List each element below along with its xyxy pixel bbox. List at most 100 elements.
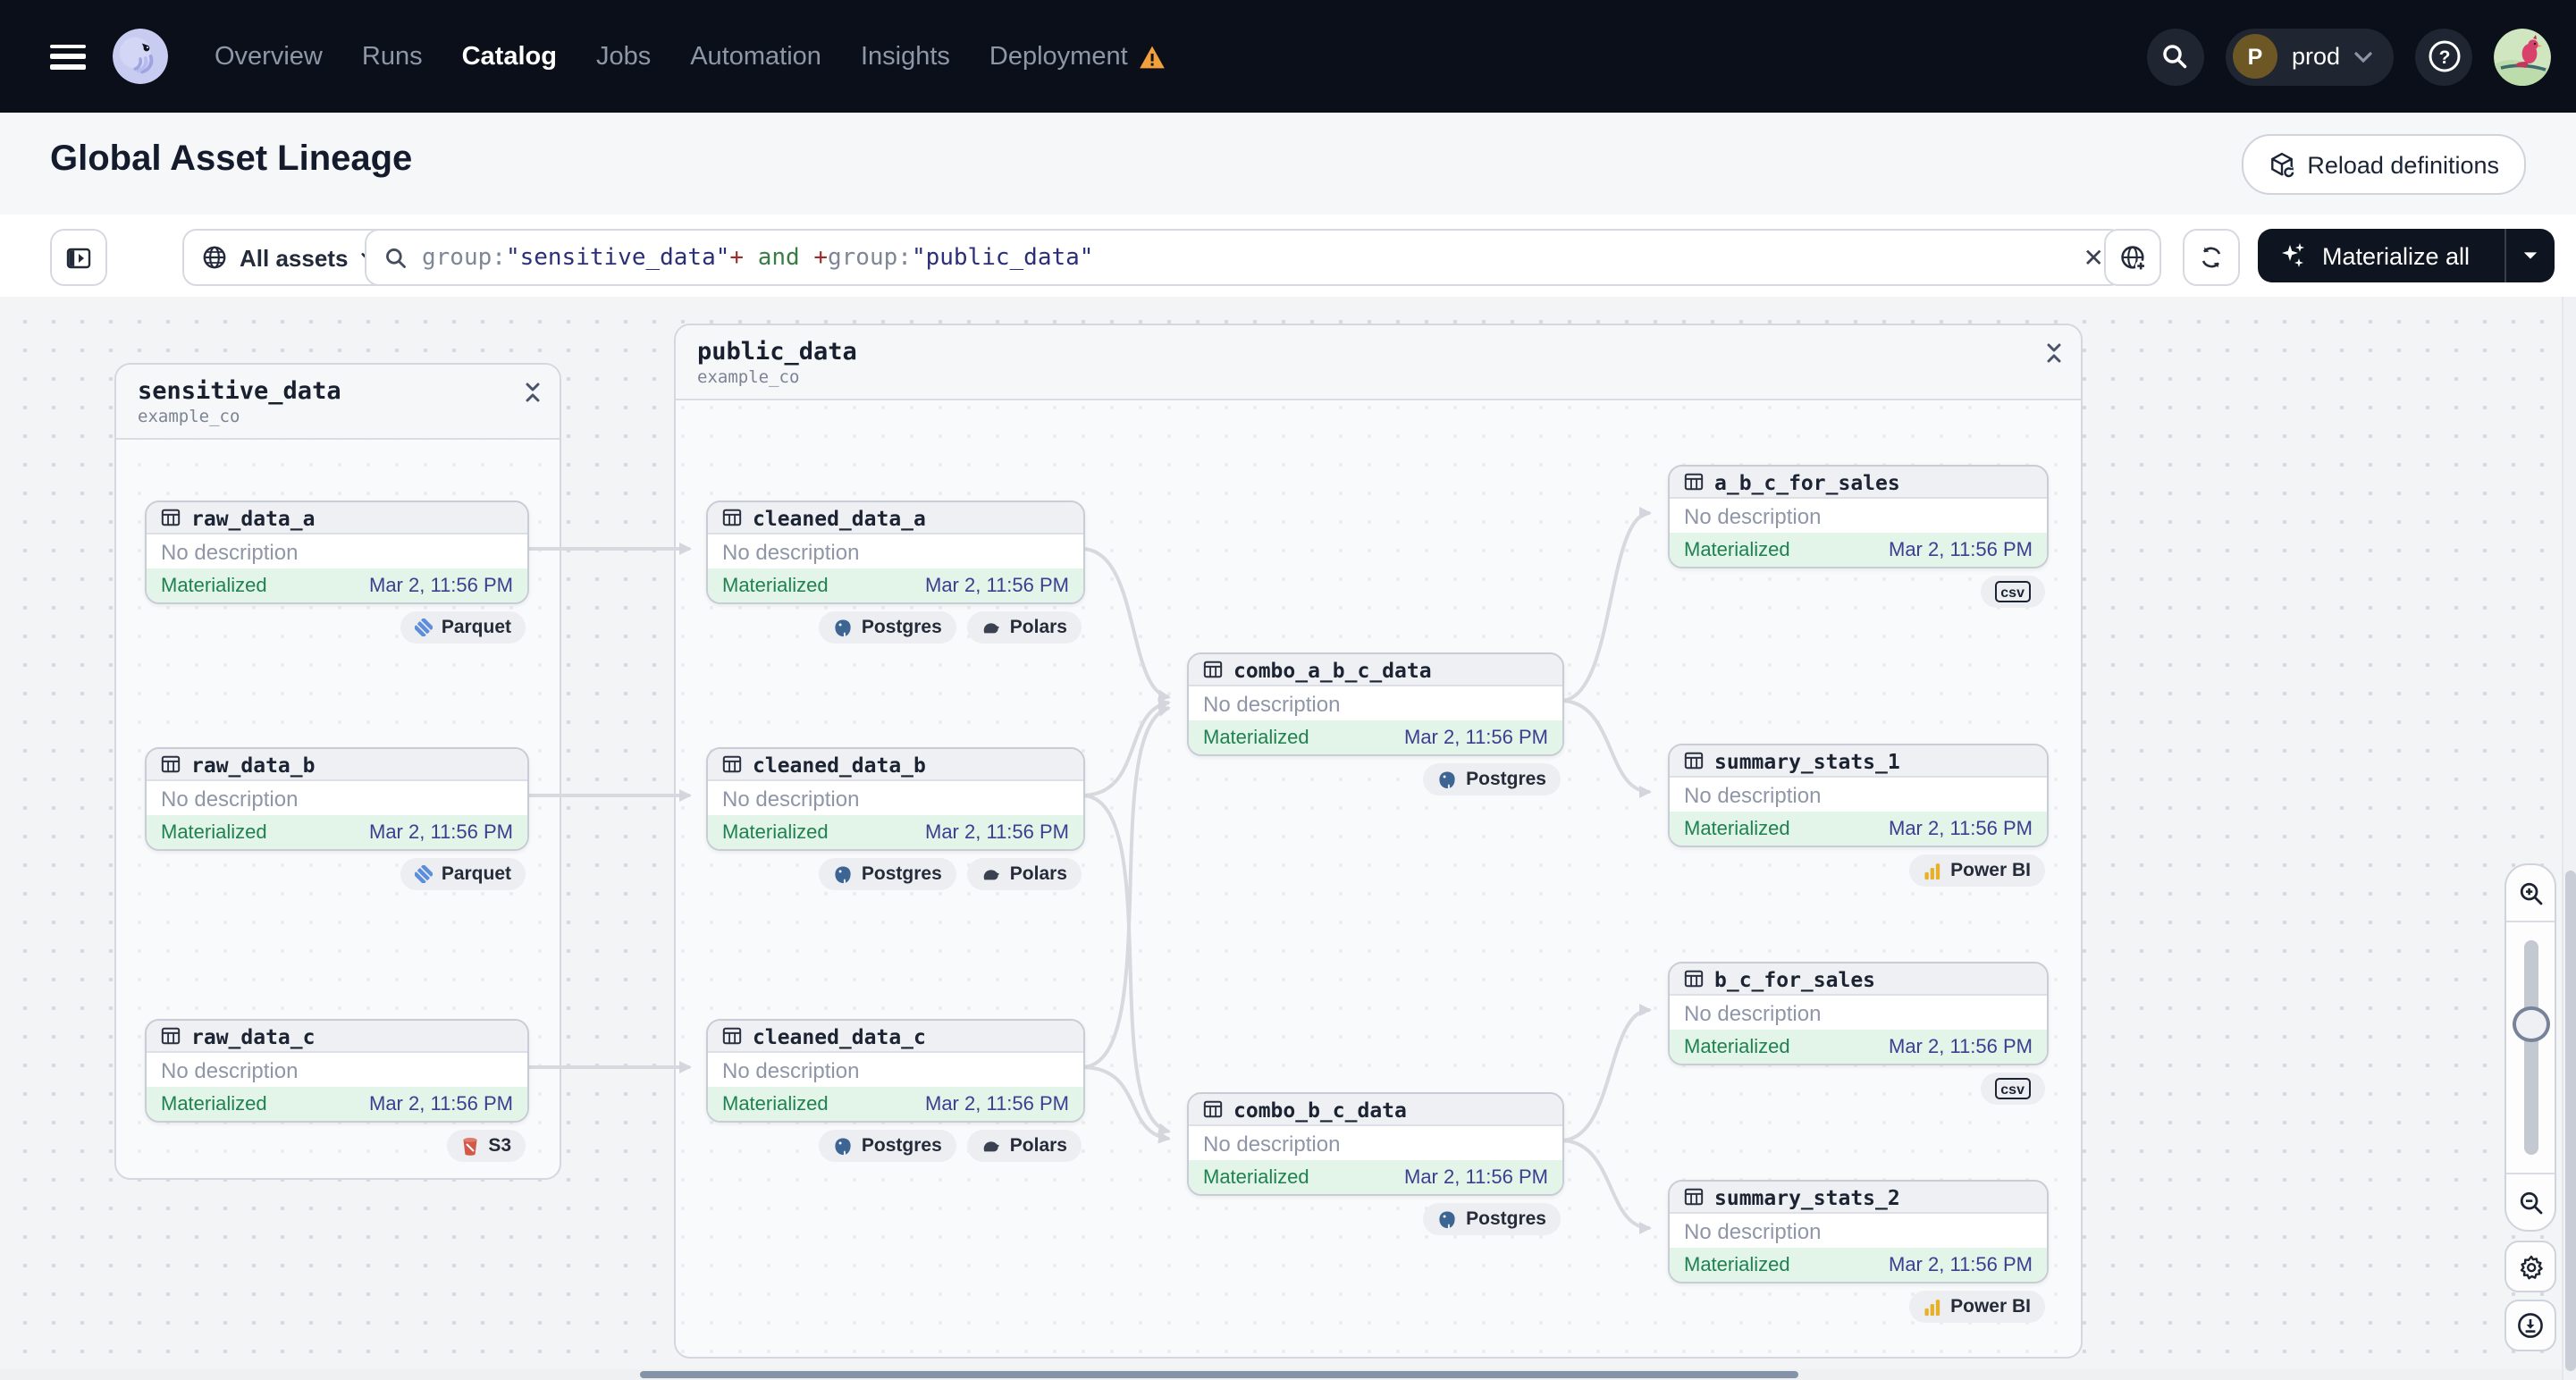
deployment-switcher[interactable]: P prod [2225, 28, 2394, 85]
reload-cube-icon [2270, 151, 2294, 178]
reload-definitions-label: Reload definitions [2307, 151, 2499, 178]
asset-description: No description [708, 781, 1083, 815]
asset-status: Materialized [1684, 818, 1790, 839]
asset-timestamp: Mar 2, 11:56 PM [1404, 1166, 1548, 1188]
view-graph-of-all-button[interactable] [2104, 229, 2161, 286]
kind-tag-label: Power BI [1950, 1296, 2031, 1317]
kind-tag-label: Polars [1009, 1135, 1067, 1157]
zoom-slider[interactable] [2506, 922, 2555, 1173]
reload-definitions-button[interactable]: Reload definitions [2241, 134, 2526, 195]
asset-node-combo-b-c-data[interactable]: combo_b_c_data No description Materializ… [1187, 1092, 1564, 1196]
lineage-canvas[interactable]: sensitive_data example_co public_data ex… [0, 297, 2576, 1380]
table-icon [1684, 752, 1704, 770]
asset-node-cleaned-data-a[interactable]: cleaned_data_a No description Materializ… [706, 501, 1085, 604]
kind-tag-label: Polars [1009, 863, 1067, 885]
kind-tag-polars: Polars [966, 1130, 1082, 1162]
asset-node-summary-stats-2[interactable]: summary_stats_2 No description Materiali… [1668, 1180, 2049, 1283]
zoom-slider-thumb[interactable] [2512, 1006, 2549, 1042]
table-icon [161, 509, 181, 526]
asset-name: combo_a_b_c_data [1233, 657, 1432, 682]
materialize-all-main[interactable]: Materialize all [2258, 241, 2504, 270]
kind-tag-polars: Polars [966, 858, 1082, 890]
collapse-group-icon[interactable] [524, 383, 542, 402]
asset-search-input[interactable]: group:"sensitive_data"+ and +group:"publ… [365, 229, 2124, 286]
asset-timestamp: Mar 2, 11:56 PM [369, 1093, 513, 1115]
zoom-slider-track[interactable] [2523, 940, 2538, 1155]
group-header: public_data example_co [676, 325, 2081, 400]
nav-item-runs[interactable]: Runs [361, 42, 423, 71]
asset-kind-tags: Postgres [1187, 1203, 1561, 1235]
nav-item-automation[interactable]: Automation [690, 42, 821, 71]
kind-tag-label: Postgres [1466, 1208, 1546, 1230]
asset-kind-tags: Power BI [1668, 1291, 2045, 1323]
download-graph-button[interactable] [2504, 1300, 2556, 1351]
asset-timestamp: Mar 2, 11:56 PM [925, 821, 1069, 843]
asset-name: raw_data_c [191, 1023, 316, 1048]
asset-timestamp: Mar 2, 11:56 PM [925, 575, 1069, 596]
asset-node-a-b-c-for-sales[interactable]: a_b_c_for_sales No description Materiali… [1668, 465, 2049, 568]
asset-description: No description [147, 534, 527, 568]
nav-item-catalog[interactable]: Catalog [461, 42, 557, 71]
s3-icon [463, 1137, 477, 1155]
help-button[interactable]: ? [2415, 28, 2472, 85]
help-icon: ? [2428, 40, 2460, 72]
kind-tag-csv: csv [1980, 1073, 2045, 1105]
asset-description: No description [1189, 1126, 1562, 1160]
zoom-in-button[interactable] [2506, 865, 2555, 922]
table-icon [161, 1027, 181, 1045]
nav-item-insights[interactable]: Insights [860, 42, 950, 71]
csv-icon: csv [1994, 581, 2031, 602]
refresh-icon [2201, 247, 2221, 268]
globe-icon [203, 246, 226, 269]
asset-node-combo-a-b-c-data[interactable]: combo_a_b_c_data No description Material… [1187, 652, 1564, 756]
group-subtitle: example_co [138, 408, 240, 427]
chevron-down-icon [2354, 51, 2372, 62]
clear-search-icon[interactable]: ✕ [2083, 243, 2104, 272]
asset-node-cleaned-data-b[interactable]: cleaned_data_b No description Materializ… [706, 747, 1085, 851]
asset-kind-tags: Power BI [1668, 854, 2045, 887]
horizontal-scrollbar-thumb[interactable] [640, 1371, 1798, 1378]
asset-scope-dropdown[interactable]: All assets [182, 229, 397, 286]
vertical-scrollbar-thumb[interactable] [2565, 871, 2576, 1371]
search-button[interactable] [2146, 28, 2204, 85]
collapse-group-icon[interactable] [2045, 343, 2063, 363]
asset-node-b-c-for-sales[interactable]: b_c_for_sales No description Materialize… [1668, 962, 2049, 1065]
vertical-scrollbar[interactable] [2562, 297, 2576, 1380]
graph-settings-button[interactable] [2504, 1241, 2556, 1292]
table-icon [1684, 970, 1704, 988]
kind-tag-label: Postgres [861, 1135, 942, 1157]
kind-tag-csv: csv [1980, 576, 2045, 608]
asset-kind-tags: csv [1668, 576, 2045, 608]
table-icon [1684, 1188, 1704, 1206]
kind-tag-polars: Polars [966, 611, 1082, 644]
nav-item-deployment-label: Deployment [989, 42, 1128, 71]
deployment-name: prod [2291, 43, 2340, 70]
zoom-panel [2504, 863, 2556, 1232]
menu-icon[interactable] [50, 44, 86, 69]
nav-item-jobs[interactable]: Jobs [595, 42, 652, 71]
globe-plus-icon [2120, 245, 2146, 271]
nav-item-overview[interactable]: Overview [215, 42, 323, 71]
horizontal-scrollbar[interactable] [0, 1369, 2562, 1380]
asset-timestamp: Mar 2, 11:56 PM [925, 1093, 1069, 1115]
toggle-sidebar-button[interactable] [50, 229, 107, 286]
asset-name: summary_stats_2 [1714, 1184, 1900, 1209]
kind-tag-powerbi: Power BI [1909, 1291, 2045, 1323]
asset-description: No description [1670, 996, 2047, 1030]
dagster-logo[interactable] [113, 29, 168, 84]
materialize-options-caret[interactable] [2504, 229, 2555, 282]
asset-node-cleaned-data-c[interactable]: cleaned_data_c No description Materializ… [706, 1019, 1085, 1123]
user-avatar[interactable] [2494, 28, 2551, 85]
materialize-all-button[interactable]: Materialize all [2258, 229, 2555, 282]
kind-tag-postgres: Postgres [1423, 763, 1561, 795]
group-name: sensitive_data [138, 377, 341, 406]
refresh-button[interactable] [2183, 229, 2240, 286]
kind-tag-postgres: Postgres [1423, 1203, 1561, 1235]
nav-item-deployment[interactable]: Deployment [989, 42, 1166, 71]
zoom-out-button[interactable] [2506, 1173, 2555, 1230]
asset-node-summary-stats-1[interactable]: summary_stats_1 No description Materiali… [1668, 744, 2049, 847]
kind-tag-label: Power BI [1950, 860, 2031, 881]
